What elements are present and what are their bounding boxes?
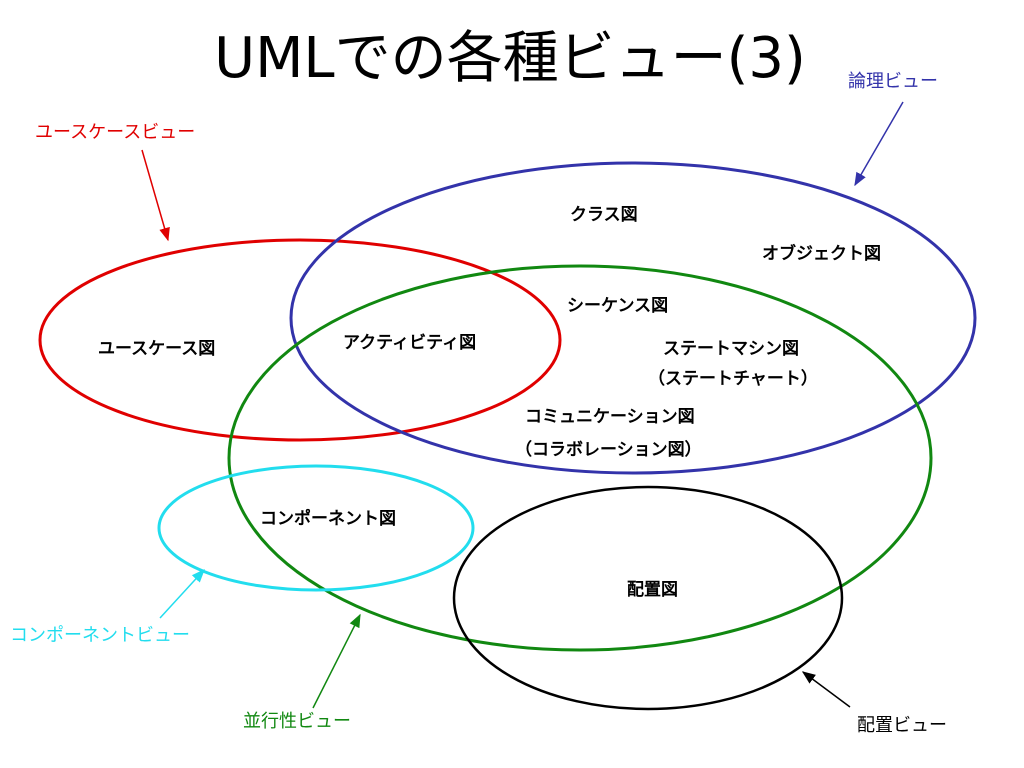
communication-diagram-label: コミュニケーション図 — [525, 407, 695, 427]
slide-title: UMLでの各種ビュー(3) — [214, 26, 806, 91]
usecase-view-ellipse — [38, 238, 562, 442]
logical-view-arrow — [854, 101, 904, 187]
component-view-ellipse — [157, 464, 475, 592]
object-diagram-label: オブジェクト図 — [762, 243, 881, 264]
deployment-diagram-label: 配置図 — [627, 580, 678, 600]
concurrency-view-ellipse — [227, 264, 933, 652]
usecase-view-label: ユースケースビュー — [35, 122, 195, 143]
usecase-diagram-label: ユースケース図 — [98, 339, 215, 359]
usecase-view-arrow — [141, 149, 170, 242]
component-view-label: コンポーネントビュー — [10, 625, 190, 646]
concurrency-view-label: 並行性ビュー — [243, 711, 351, 732]
deployment-view-label: 配置ビュー — [857, 715, 947, 736]
logical-view-label: 論理ビュー — [848, 71, 938, 92]
deployment-view-ellipse — [452, 485, 844, 711]
concurrency-view-arrow — [312, 613, 361, 709]
logical-view-ellipse — [289, 161, 977, 475]
deployment-view-arrow — [801, 671, 851, 708]
class-diagram-label: クラス図 — [570, 205, 638, 225]
collaboration-diagram-label: （コラボレーション図） — [515, 439, 702, 460]
statemachine-diagram-label: ステートマシン図 — [663, 339, 799, 359]
sequence-diagram-label: シーケンス図 — [567, 296, 668, 316]
activity-diagram-label: アクティビティ図 — [343, 333, 476, 353]
component-diagram-label: コンポーネント図 — [260, 508, 396, 529]
statechart-diagram-label: （ステートチャート） — [648, 368, 818, 389]
component-view-arrow — [159, 569, 205, 619]
